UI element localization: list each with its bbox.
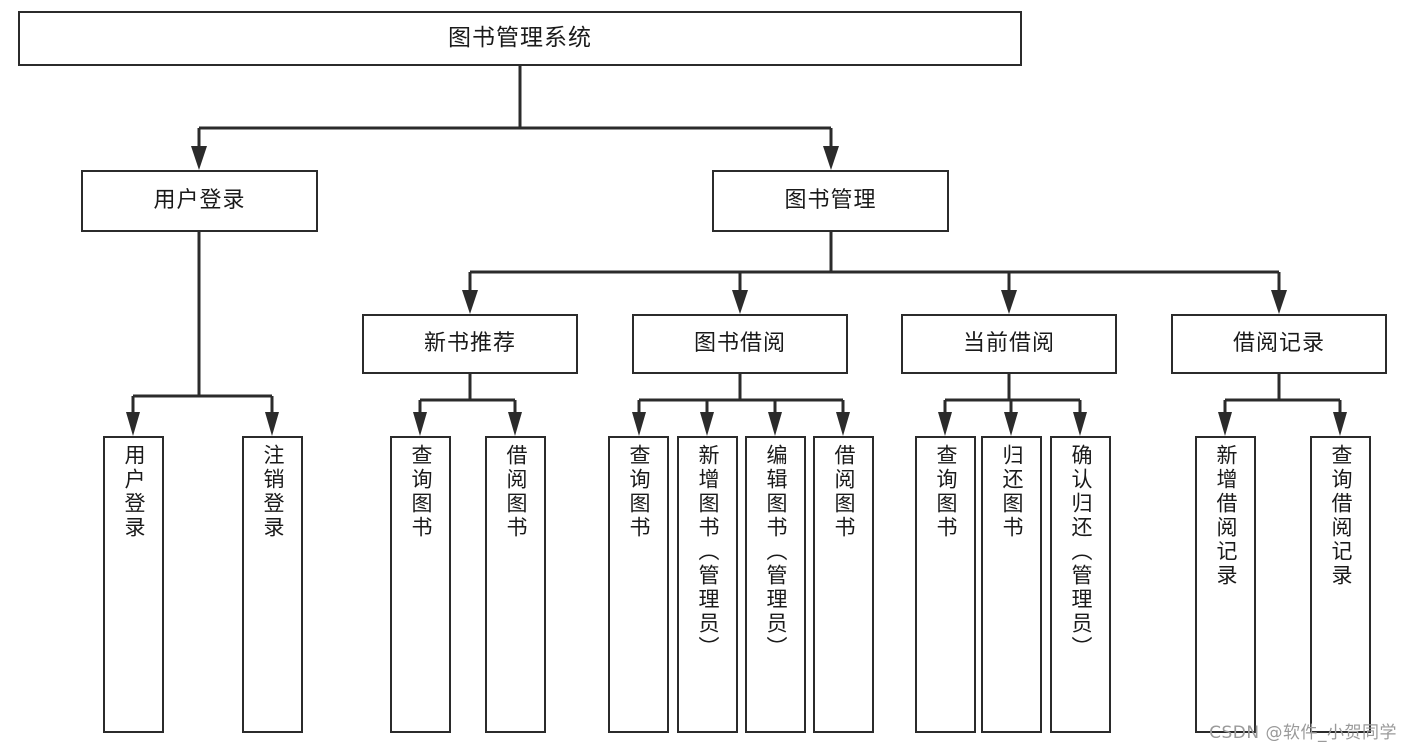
arrowhead-leaf-confirm-return [1073, 412, 1087, 436]
node-label: 新书推荐 [423, 331, 516, 357]
node-label: 图书借阅 [693, 331, 786, 357]
arrowhead-leaf-query-book-1 [413, 412, 427, 436]
arrowhead-leaf-add-record [1218, 412, 1232, 436]
arrowhead-leaf-logout [265, 412, 279, 436]
node-label: 确认归还（管理员） [1069, 444, 1093, 660]
node-book-management[interactable]: 图书管理 [712, 170, 949, 232]
arrowhead-leaf-user-login [126, 412, 140, 436]
arrowhead-leaf-return-book [1004, 412, 1018, 436]
leaf-logout[interactable]: 注销登录 [242, 436, 303, 733]
node-label: 当前借阅 [962, 331, 1055, 357]
arrowhead-book-borrow [732, 290, 748, 314]
node-user-login[interactable]: 用户登录 [81, 170, 318, 232]
node-new-book-recommendation[interactable]: 新书推荐 [362, 314, 578, 374]
node-label: 借阅图书 [504, 444, 528, 540]
arrowhead-borrow-record [1271, 290, 1287, 314]
leaf-query-book-current[interactable]: 查询图书 [915, 436, 976, 733]
leaf-edit-book-admin[interactable]: 编辑图书（管理员） [745, 436, 806, 733]
node-label: 编辑图书（管理员） [764, 444, 788, 660]
arrowhead-user-login [191, 146, 207, 170]
node-label: 图书管理系统 [448, 24, 592, 51]
node-label: 借阅记录 [1232, 331, 1325, 357]
leaf-borrow-book-new-rec[interactable]: 借阅图书 [485, 436, 546, 733]
node-book-borrow[interactable]: 图书借阅 [632, 314, 848, 374]
csdn-watermark: CSDN @软件_小贺同学 [1209, 723, 1397, 743]
arrowhead-leaf-edit-book [768, 412, 782, 436]
node-label: 归还图书 [1000, 444, 1024, 540]
node-current-borrow[interactable]: 当前借阅 [901, 314, 1117, 374]
node-label: 新增借阅记录 [1214, 444, 1238, 588]
node-label: 查询图书 [627, 444, 651, 540]
node-label: 用户登录 [122, 444, 146, 540]
arrowhead-new-book [462, 290, 478, 314]
leaf-add-borrow-record[interactable]: 新增借阅记录 [1195, 436, 1256, 733]
leaf-user-login[interactable]: 用户登录 [103, 436, 164, 733]
arrowhead-leaf-query-book-3 [938, 412, 952, 436]
leaf-query-book-borrow[interactable]: 查询图书 [608, 436, 669, 733]
node-label: 注销登录 [261, 444, 285, 540]
node-label: 用户登录 [153, 188, 246, 214]
arrowhead-book-mgmt [823, 146, 839, 170]
arrowhead-leaf-query-book-2 [632, 412, 646, 436]
leaf-borrow-book[interactable]: 借阅图书 [813, 436, 874, 733]
leaf-confirm-return-admin[interactable]: 确认归还（管理员） [1050, 436, 1111, 733]
leaf-add-book-admin[interactable]: 新增图书（管理员） [677, 436, 738, 733]
node-label: 新增图书（管理员） [696, 444, 720, 660]
leaf-query-book-new-rec[interactable]: 查询图书 [390, 436, 451, 733]
node-label: 图书管理 [784, 188, 877, 214]
arrowhead-leaf-add-book [700, 412, 714, 436]
node-root-book-management-system[interactable]: 图书管理系统 [18, 11, 1022, 66]
arrowhead-leaf-query-record [1333, 412, 1347, 436]
arrowhead-leaf-borrow-book-2 [836, 412, 850, 436]
node-label: 借阅图书 [832, 444, 856, 540]
leaf-query-borrow-record[interactable]: 查询借阅记录 [1310, 436, 1371, 733]
node-label: 查询借阅记录 [1329, 444, 1353, 588]
arrowhead-leaf-borrow-book-1 [508, 412, 522, 436]
node-label: 查询图书 [934, 444, 958, 540]
node-label: 查询图书 [409, 444, 433, 540]
arrowhead-current-borrow [1001, 290, 1017, 314]
leaf-return-book[interactable]: 归还图书 [981, 436, 1042, 733]
node-borrow-record[interactable]: 借阅记录 [1171, 314, 1387, 374]
